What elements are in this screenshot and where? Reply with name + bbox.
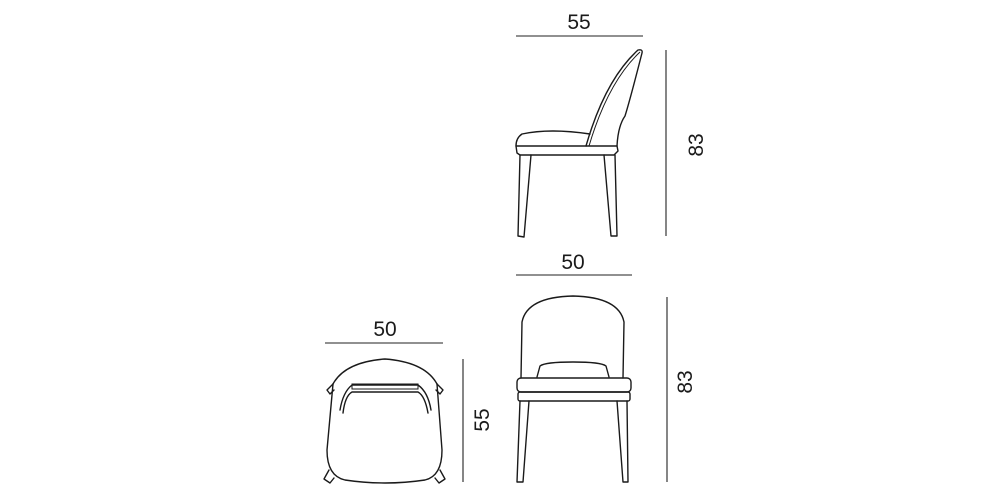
side-view: 55 83	[515, 11, 708, 238]
top-width-label: 50	[373, 318, 396, 341]
side-width-label: 55	[567, 11, 590, 34]
side-height-label: 83	[685, 133, 708, 156]
top-chair-drawing	[323, 358, 446, 484]
side-chair-drawing	[515, 49, 643, 238]
front-width-label: 50	[561, 251, 584, 274]
front-view: 50 83	[516, 251, 697, 483]
top-depth-label: 55	[471, 408, 494, 431]
top-view: 50 55	[323, 318, 494, 484]
front-chair-drawing	[516, 295, 632, 483]
front-height-label: 83	[674, 370, 697, 393]
